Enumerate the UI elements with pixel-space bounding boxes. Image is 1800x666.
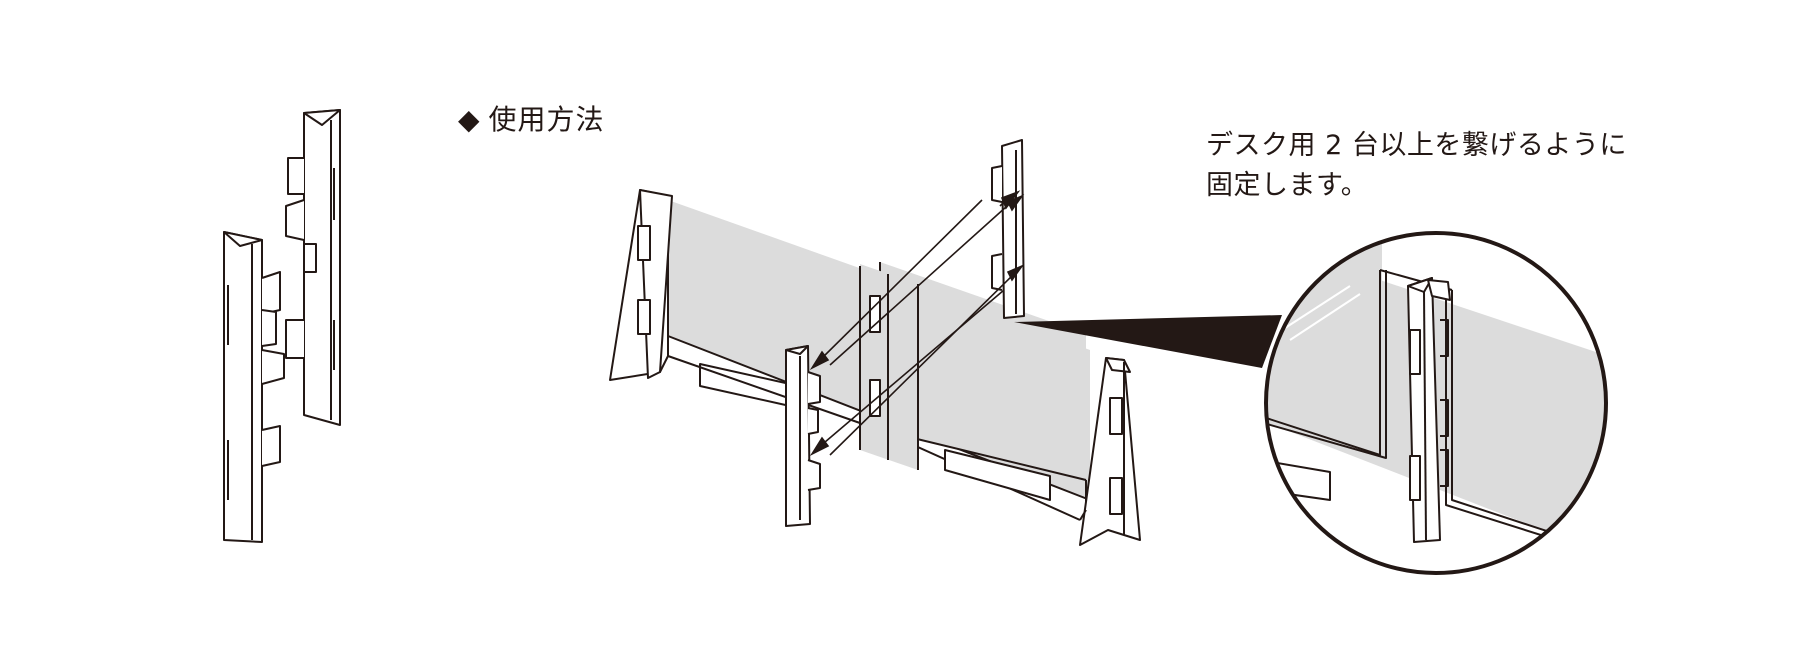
zoom-detail [1264,231,1608,575]
center-joint [859,264,919,470]
section-title-text: 使用方法 [488,103,605,136]
connector-clip-front [223,231,285,543]
zoom-callout-wedge [1014,315,1282,368]
caption-line-1: デスク用 2 台以上を繋げるように [1206,130,1627,161]
connector-clip-back [285,109,341,426]
clip-upper [991,139,1025,319]
assembly-arrows [809,190,1025,456]
diamond-bullet-icon: ◆ [458,103,481,136]
caption-text: デスク用 2 台以上を繋げるように 固定します。 [1206,126,1627,206]
caption-line-2: 固定します。 [1206,170,1369,201]
section-title: ◆使用方法 [458,102,605,138]
clip-lower [785,345,821,527]
